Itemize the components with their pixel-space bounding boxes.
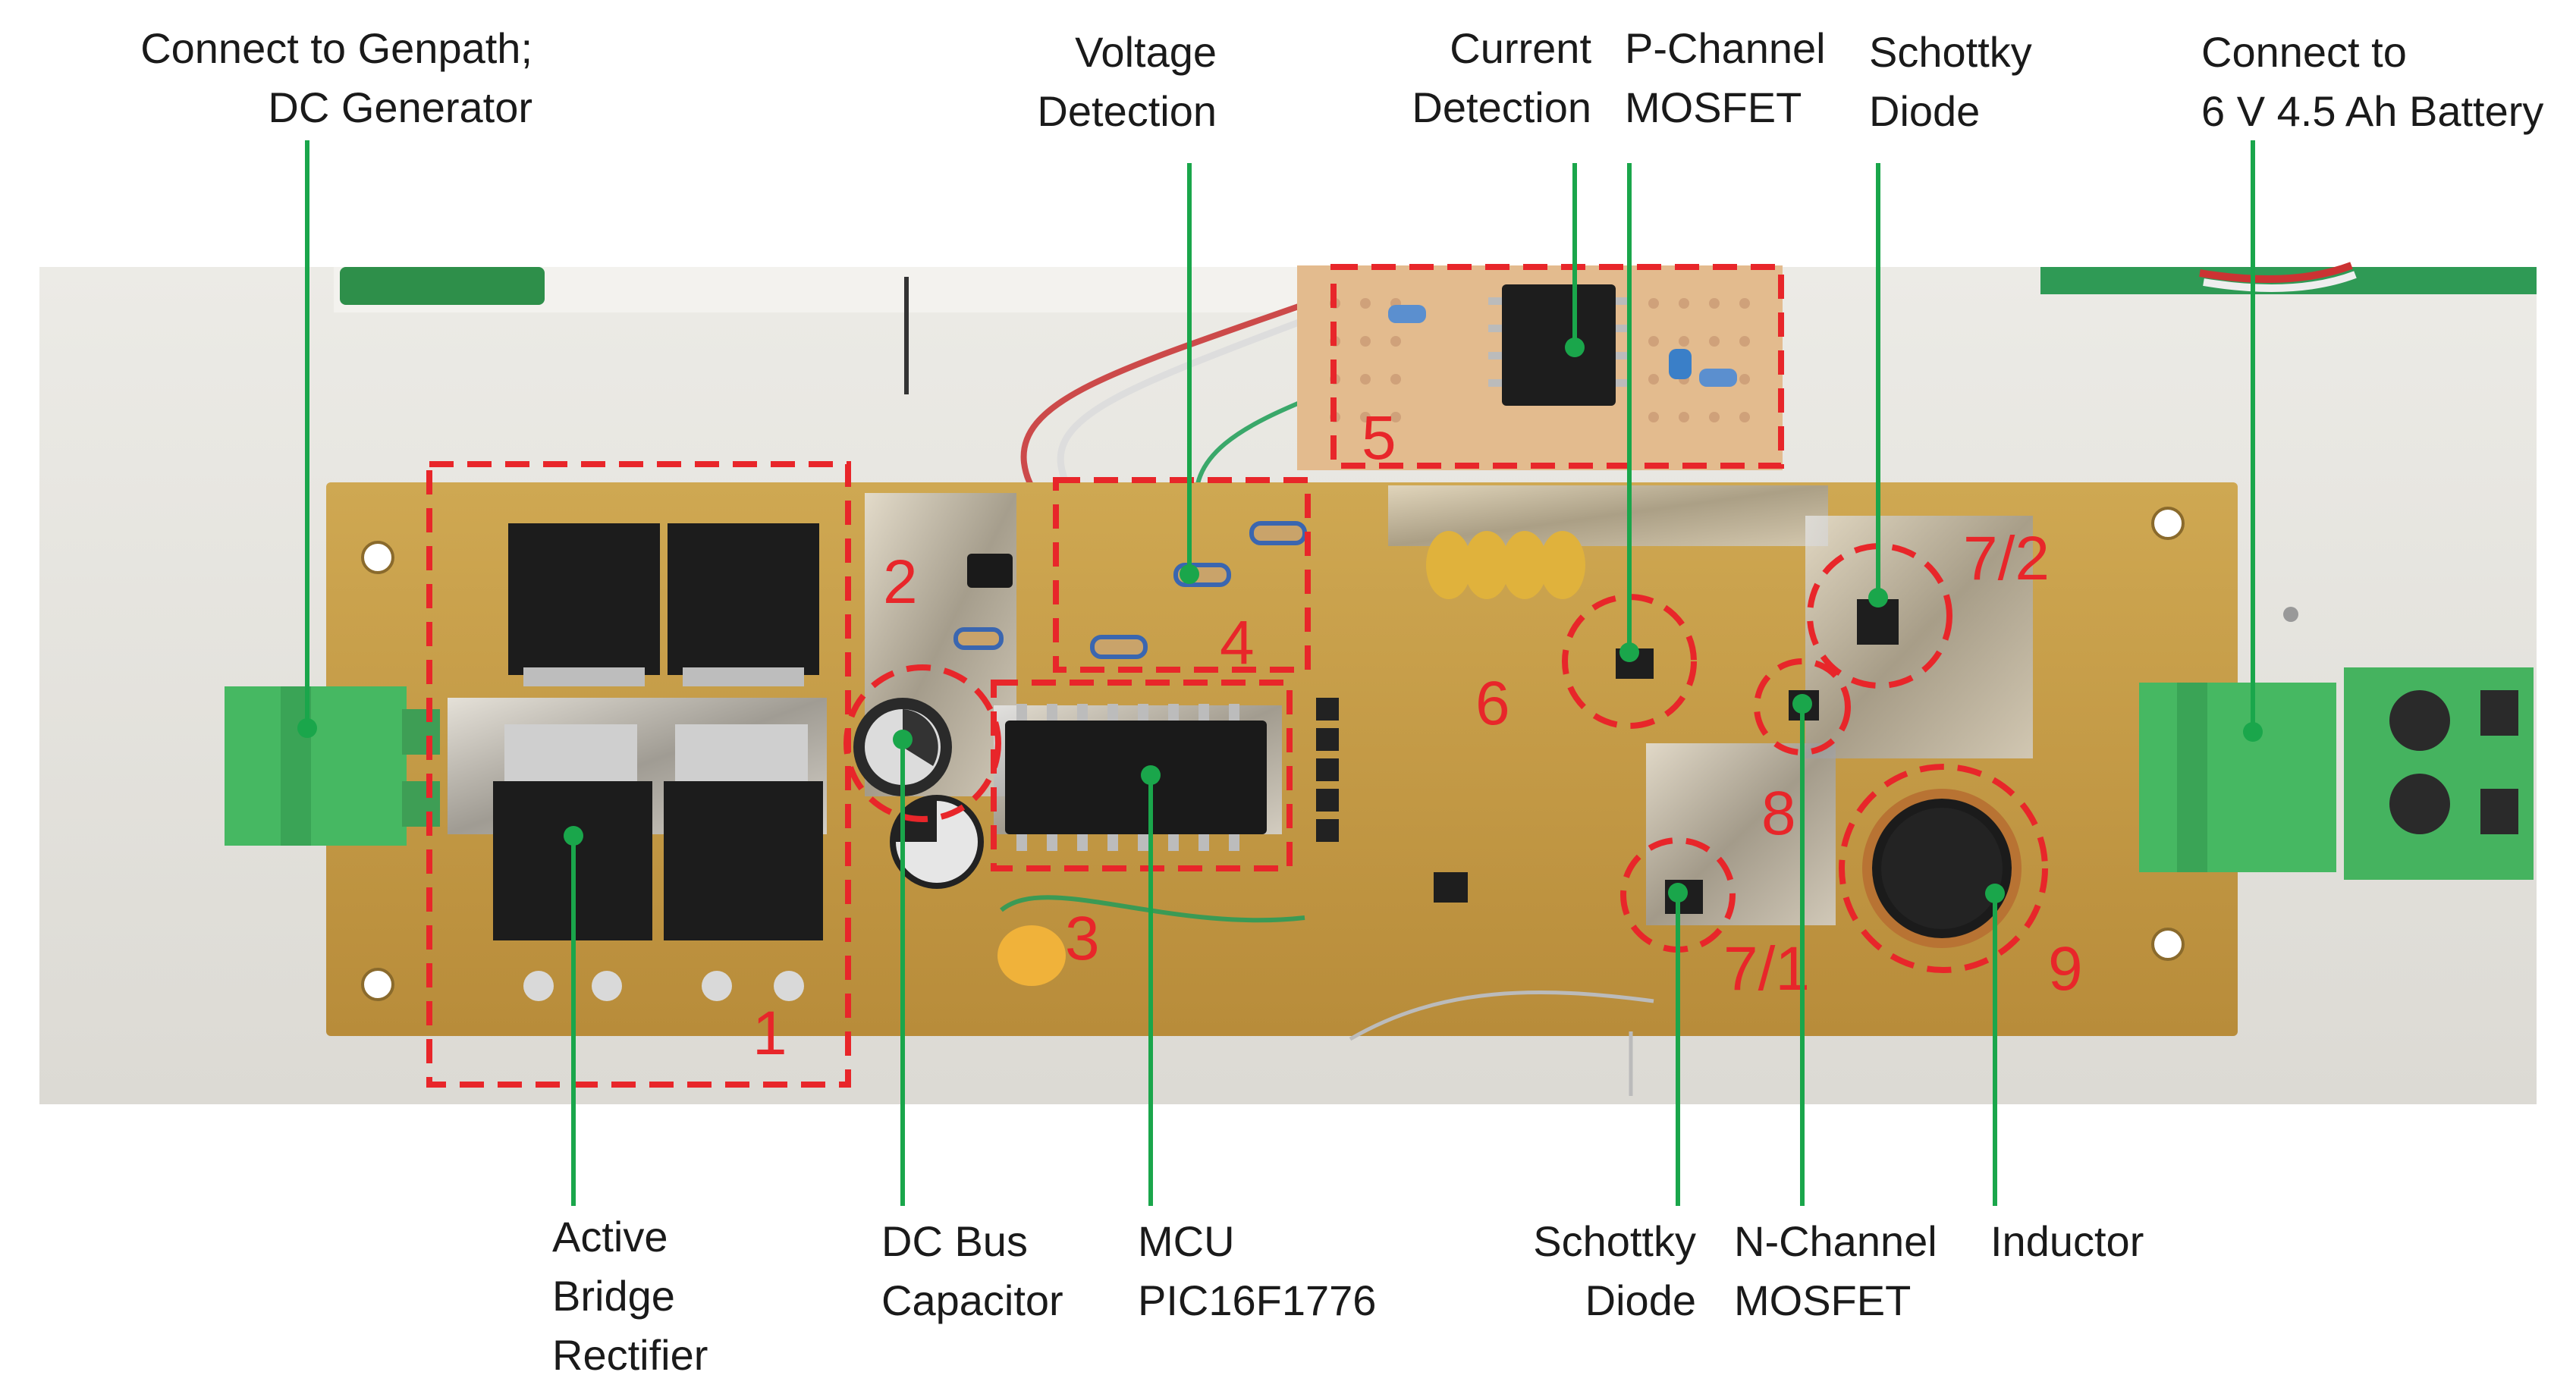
region-4-box	[1053, 477, 1311, 673]
mcu-chip	[1005, 721, 1267, 834]
region-number-4: 4	[1220, 608, 1255, 677]
region-2-circle	[843, 664, 1001, 822]
region-number-5: 5	[1362, 403, 1396, 473]
region-9-circle	[1839, 764, 2048, 973]
region-number-7-2: 7/2	[1963, 524, 2050, 593]
battery-terminal	[2139, 667, 2534, 880]
region-number-7-1: 7/1	[1723, 934, 1810, 1003]
green-part-top-left	[340, 267, 545, 305]
region-number-1: 1	[752, 999, 787, 1068]
genpath-terminal	[225, 686, 440, 846]
region-number-9: 9	[2048, 934, 2083, 1003]
label-inductor: Inductor	[1990, 1217, 2144, 1265]
region-1-box	[426, 461, 851, 1088]
region-number-6: 6	[1475, 669, 1510, 738]
region-7-2-circle	[1807, 543, 1952, 689]
region-6-circle	[1562, 594, 1697, 729]
opamp-chip	[1502, 284, 1616, 406]
region-5-box	[1330, 264, 1784, 469]
region-number-3: 3	[1065, 904, 1100, 973]
region-number-2: 2	[883, 548, 918, 617]
region-8-circle	[1754, 658, 1851, 755]
label-genpath: Connect to Genpath;DC Generator	[140, 24, 532, 131]
region-3-box	[991, 680, 1293, 871]
region-number-8: 8	[1761, 779, 1796, 848]
